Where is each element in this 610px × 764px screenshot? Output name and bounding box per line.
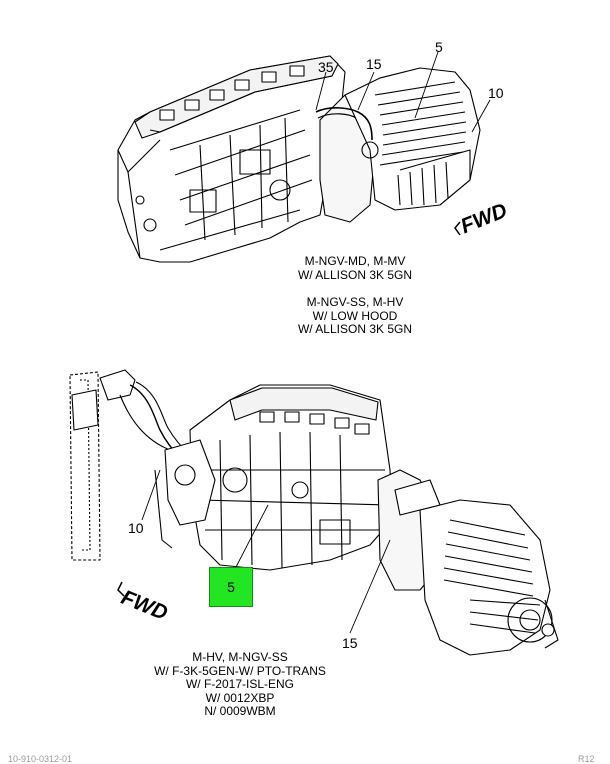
caption-line: W/ F-3K-5GEN-W/ PTO-TRANS (154, 663, 326, 678)
caption-line: M-NGV-SS, M-HV (306, 295, 404, 309)
caption-top-b: M-NGV-SS, M-HV W/ LOW HOOD W/ ALLISON 3K… (290, 295, 420, 337)
callout-10-bottom: 10 (128, 520, 144, 536)
caption-line: W/ ALLISON 3K 5GN (297, 322, 413, 336)
highlighted-callout-5[interactable]: 5 (209, 567, 253, 607)
callout-10-top: 10 (488, 85, 504, 101)
caption-line: M-HV, M-NGV-SS (192, 650, 288, 664)
caption-line: W/ F-2017-ISL-ENG (185, 677, 295, 691)
callout-15-bottom: 15 (342, 635, 358, 651)
caption-line: M-NGV-MD, M-MV (304, 254, 406, 268)
callout-5-top: 5 (435, 39, 443, 55)
caption-top-a: M-NGV-MD, M-MV W/ ALLISON 3K 5GN (290, 254, 420, 282)
caption-line: N/ 0009WBM (204, 704, 276, 718)
callout-35: 35 (318, 59, 334, 75)
caption-bottom: M-HV, M-NGV-SS W/ F-3K-5GEN-W/ PTO-TRANS… (145, 650, 335, 719)
caption-line: W/ ALLISON 3K 5GN (297, 267, 413, 282)
callout-15-top: 15 (366, 56, 382, 72)
footer-page-ref: R12 (578, 754, 595, 764)
caption-line: W/ LOW HOOD (312, 308, 398, 323)
footer-doc-id: 10-910-0312-01 (8, 754, 73, 764)
callout-5-bottom: 5 (227, 579, 235, 595)
caption-line: W/ 0012XBP (205, 690, 275, 705)
